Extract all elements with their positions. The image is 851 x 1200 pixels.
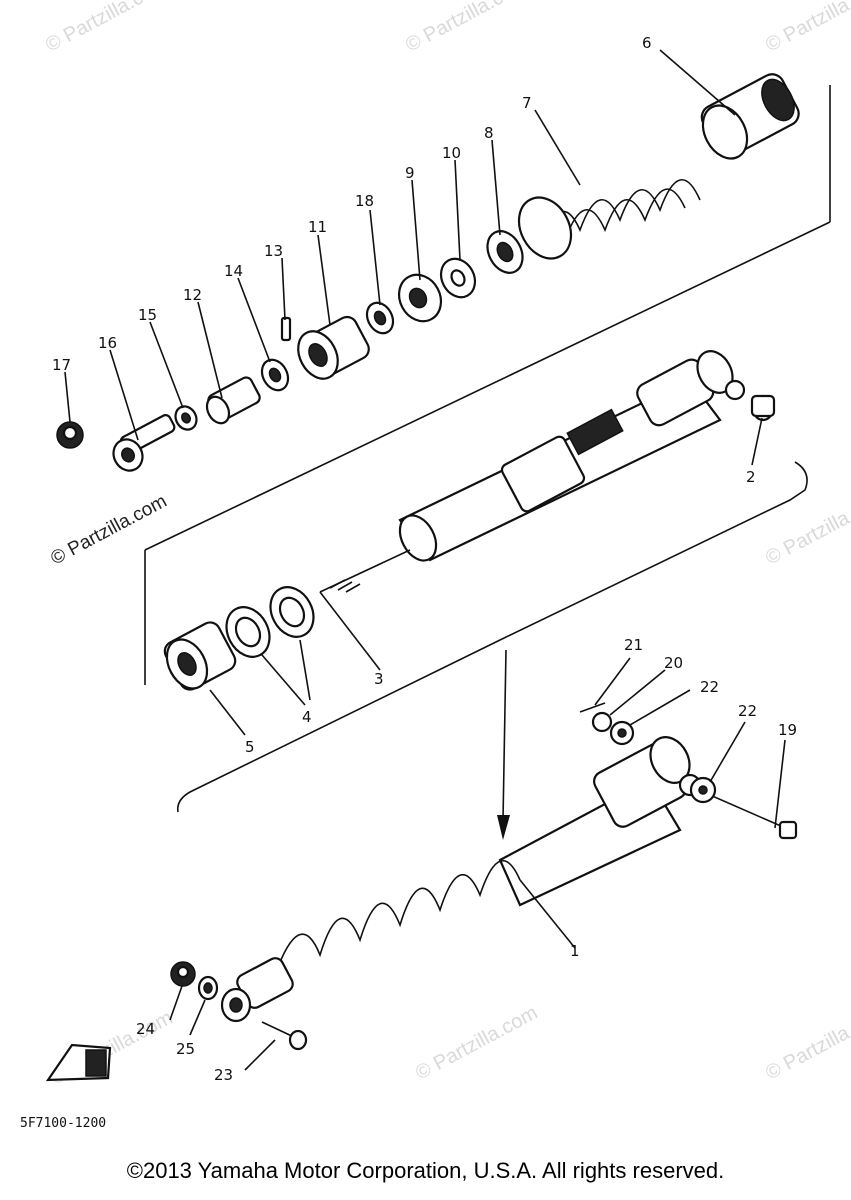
callout-20: 20 (664, 654, 683, 672)
part-9 (397, 273, 443, 323)
bolt-23 (244, 1021, 308, 1071)
callout-7: 7 (522, 94, 532, 112)
callout-22: 22 (700, 678, 719, 696)
callout-25: 25 (176, 1040, 195, 1058)
logo-tag (45, 1043, 112, 1082)
callout-5: 5 (245, 738, 255, 756)
watermark-text: © Partzilla.com (402, 0, 531, 56)
assembly-arrow (497, 649, 510, 840)
part-16 (112, 414, 176, 472)
washer-22-left (609, 689, 691, 746)
watermark-text: © Partzilla.com (47, 491, 170, 570)
callout-12: 12 (183, 286, 202, 304)
callout-14: 14 (224, 262, 243, 280)
bushing-2 (750, 394, 776, 422)
coil-spring-7 (517, 179, 701, 260)
callout-13: 13 (264, 242, 283, 260)
callout-18: 18 (355, 192, 374, 210)
spring-seat-6 (700, 73, 800, 160)
callout-24: 24 (136, 1020, 155, 1038)
watermark-text: © Partzilla.com (762, 487, 851, 570)
watermark-text: © Partzilla.com (42, 0, 171, 56)
adjuster-ring-5 (163, 621, 246, 736)
part-14 (260, 358, 290, 392)
locknuts-4 (225, 586, 315, 706)
damper-body (398, 350, 746, 562)
diagram-code: 5F7100-1200 (20, 1116, 106, 1131)
callout-19: 19 (778, 721, 797, 739)
part-18 (365, 301, 395, 335)
part-8 (486, 230, 524, 274)
watermark-text: © Partzilla.com (762, 0, 851, 56)
callout-6: 6 (642, 34, 652, 52)
copyright-notice: ©2013 Yamaha Motor Corporation, U.S.A. A… (126, 1158, 725, 1183)
callout-21: 21 (624, 636, 643, 654)
callout-labels: 1 2 3 4 5 6 7 8 9 10 11 12 13 14 15 16 1… (52, 34, 797, 1084)
callout-11: 11 (308, 218, 327, 236)
cotter-pin-21 (579, 657, 631, 713)
callout-8: 8 (484, 124, 494, 142)
part-12 (205, 376, 261, 425)
callout-1: 1 (570, 942, 580, 960)
part-11 (297, 315, 370, 380)
washer-20 (591, 669, 666, 733)
piston-rod-3 (319, 549, 411, 671)
watermark-text: © Partzilla.com (412, 1002, 541, 1085)
callout-2: 2 (746, 468, 756, 486)
washer-25 (189, 975, 219, 1036)
callout-22: 22 (738, 702, 757, 720)
bolt-19 (709, 739, 798, 840)
callout-4: 4 (302, 708, 312, 726)
callout-23: 23 (214, 1066, 233, 1084)
nut-24 (169, 961, 196, 1021)
callout-3: 3 (374, 670, 384, 688)
callout-17: 17 (52, 356, 71, 374)
leader-lines (64, 49, 763, 466)
part-13 (280, 316, 292, 342)
watermark-text: © Partzilla.com (762, 1002, 851, 1085)
callout-9: 9 (405, 164, 415, 182)
callout-15: 15 (138, 306, 157, 324)
callout-16: 16 (98, 334, 117, 352)
part-17 (56, 421, 84, 449)
part-10 (439, 257, 477, 299)
shock-assembly-1 (220, 736, 702, 1023)
callout-10: 10 (442, 144, 461, 162)
part-15 (174, 405, 198, 431)
washer-22-right (689, 721, 746, 804)
exploded-group-frame (144, 85, 831, 813)
